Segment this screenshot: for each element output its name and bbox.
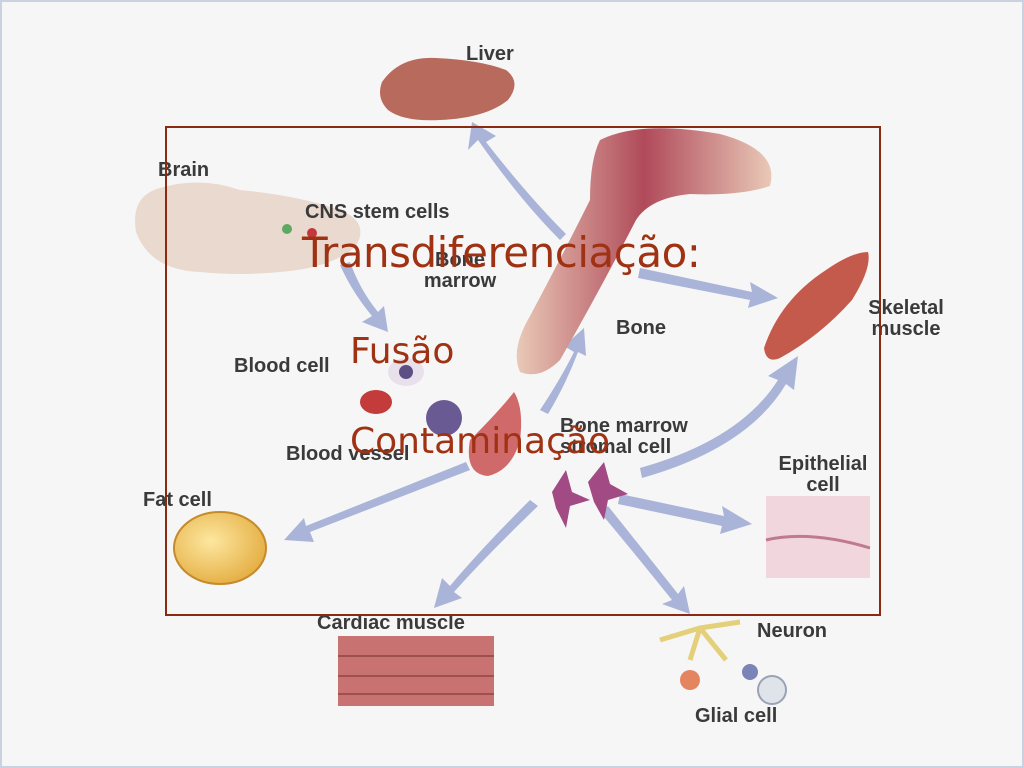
- glial-cell-orange: [680, 670, 700, 690]
- liver-shape: [380, 57, 515, 121]
- label-bone-marrow-stromal-cell: Bone marrow stromal cell: [560, 415, 688, 458]
- label-blood-cell: Blood cell: [234, 355, 330, 377]
- arrow-brain-to-blood: [340, 262, 388, 332]
- bullet-contaminacao: Contaminação: [350, 421, 610, 462]
- cns-stem-dot-green: [282, 224, 292, 234]
- neuron-shape: [659, 619, 741, 662]
- arrows: [284, 122, 798, 614]
- label-neuron: Neuron: [757, 620, 827, 642]
- cns-stem-dot-red: [307, 228, 317, 238]
- brain-shape: [135, 182, 361, 274]
- blood-cell-blue: [426, 400, 462, 436]
- label-blood-vessel: Blood vessel: [286, 443, 410, 465]
- skeletal-muscle-shape: [764, 252, 869, 360]
- bullet-fusao: Fusão: [350, 331, 455, 372]
- label-skeletal-muscle: Skeletal muscle: [868, 297, 944, 340]
- label-brain: Brain: [158, 159, 210, 181]
- stromal-cell-1: [552, 470, 590, 528]
- arrow-to-cardiac: [434, 500, 538, 608]
- label-glial-cell: Glial cell: [695, 705, 778, 727]
- blood-vessel-shape: [468, 392, 522, 476]
- blood-cell-nucleus: [399, 365, 413, 379]
- label-epithelial-cell: Epithelial cell: [778, 453, 868, 496]
- label-liver: Liver: [466, 43, 514, 65]
- bone-shape: [516, 128, 772, 375]
- glial-cell-grey: [757, 675, 787, 705]
- cardiac-muscle-tissue: [338, 636, 494, 706]
- stromal-cell-2: [588, 462, 628, 520]
- label-bone: Bone: [616, 317, 666, 339]
- arrow-to-bone: [540, 328, 586, 414]
- slide-title: Transdiferenciação:: [302, 228, 701, 277]
- glial-cell-blue: [742, 664, 758, 680]
- fat-cell-shape: [173, 511, 267, 585]
- label-cardiac-muscle: Cardiac muscle: [317, 612, 465, 634]
- highlight-frame: [165, 126, 881, 616]
- arrow-to-fat: [284, 462, 470, 542]
- arrow-to-neuron: [600, 506, 690, 614]
- label-fat-cell: Fat cell: [143, 489, 212, 511]
- arrow-to-epithelial: [618, 494, 752, 534]
- arrow-to-skeletal-2: [640, 356, 798, 478]
- arrow-to-skeletal-muscle: [638, 268, 778, 308]
- label-cns-stem-cells: CNS stem cells: [305, 201, 450, 223]
- label-bone-marrow: Bone marrow: [423, 249, 497, 292]
- arrow-to-liver: [468, 122, 566, 240]
- blood-cell-red: [360, 390, 392, 414]
